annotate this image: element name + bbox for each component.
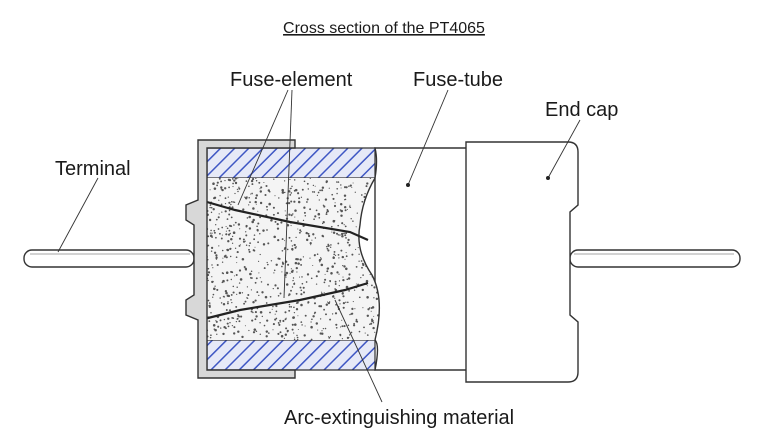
- right-terminal: [569, 249, 741, 268]
- arc-extinguishing-filler: [207, 178, 380, 340]
- label-terminal: Terminal: [55, 158, 131, 180]
- tube-wall-top-section: [206, 147, 376, 179]
- diagram-title: Cross section of the PT4065: [283, 20, 485, 37]
- right-end-cap: [465, 141, 579, 383]
- filler-boundary: [358, 177, 381, 341]
- tube-wall-bottom-section: [206, 339, 376, 371]
- leader-end-cap: [547, 119, 581, 179]
- label-fuse-element: Fuse-element: [230, 69, 353, 91]
- leader-fuse-tube: [407, 89, 449, 186]
- fuse-element-lower: [199, 281, 369, 322]
- fuse-element-upper: [199, 198, 369, 242]
- left-terminal: [23, 249, 195, 268]
- label-arc-extinguishing-material: Arc-extinguishing material: [284, 407, 514, 429]
- leader-terminal: [57, 177, 99, 253]
- fuse-tube-body: [374, 147, 471, 371]
- label-end-cap: End cap: [545, 99, 618, 121]
- leader-dot-end-cap: [546, 176, 550, 180]
- leader-fuse-element-2: [283, 89, 293, 299]
- leader-arc-material: [334, 299, 383, 403]
- label-fuse-tube: Fuse-tube: [413, 69, 503, 91]
- leader-fuse-element-1: [237, 89, 289, 206]
- left-end-cap: [185, 139, 296, 379]
- leader-dot-fuse-tube: [406, 183, 410, 187]
